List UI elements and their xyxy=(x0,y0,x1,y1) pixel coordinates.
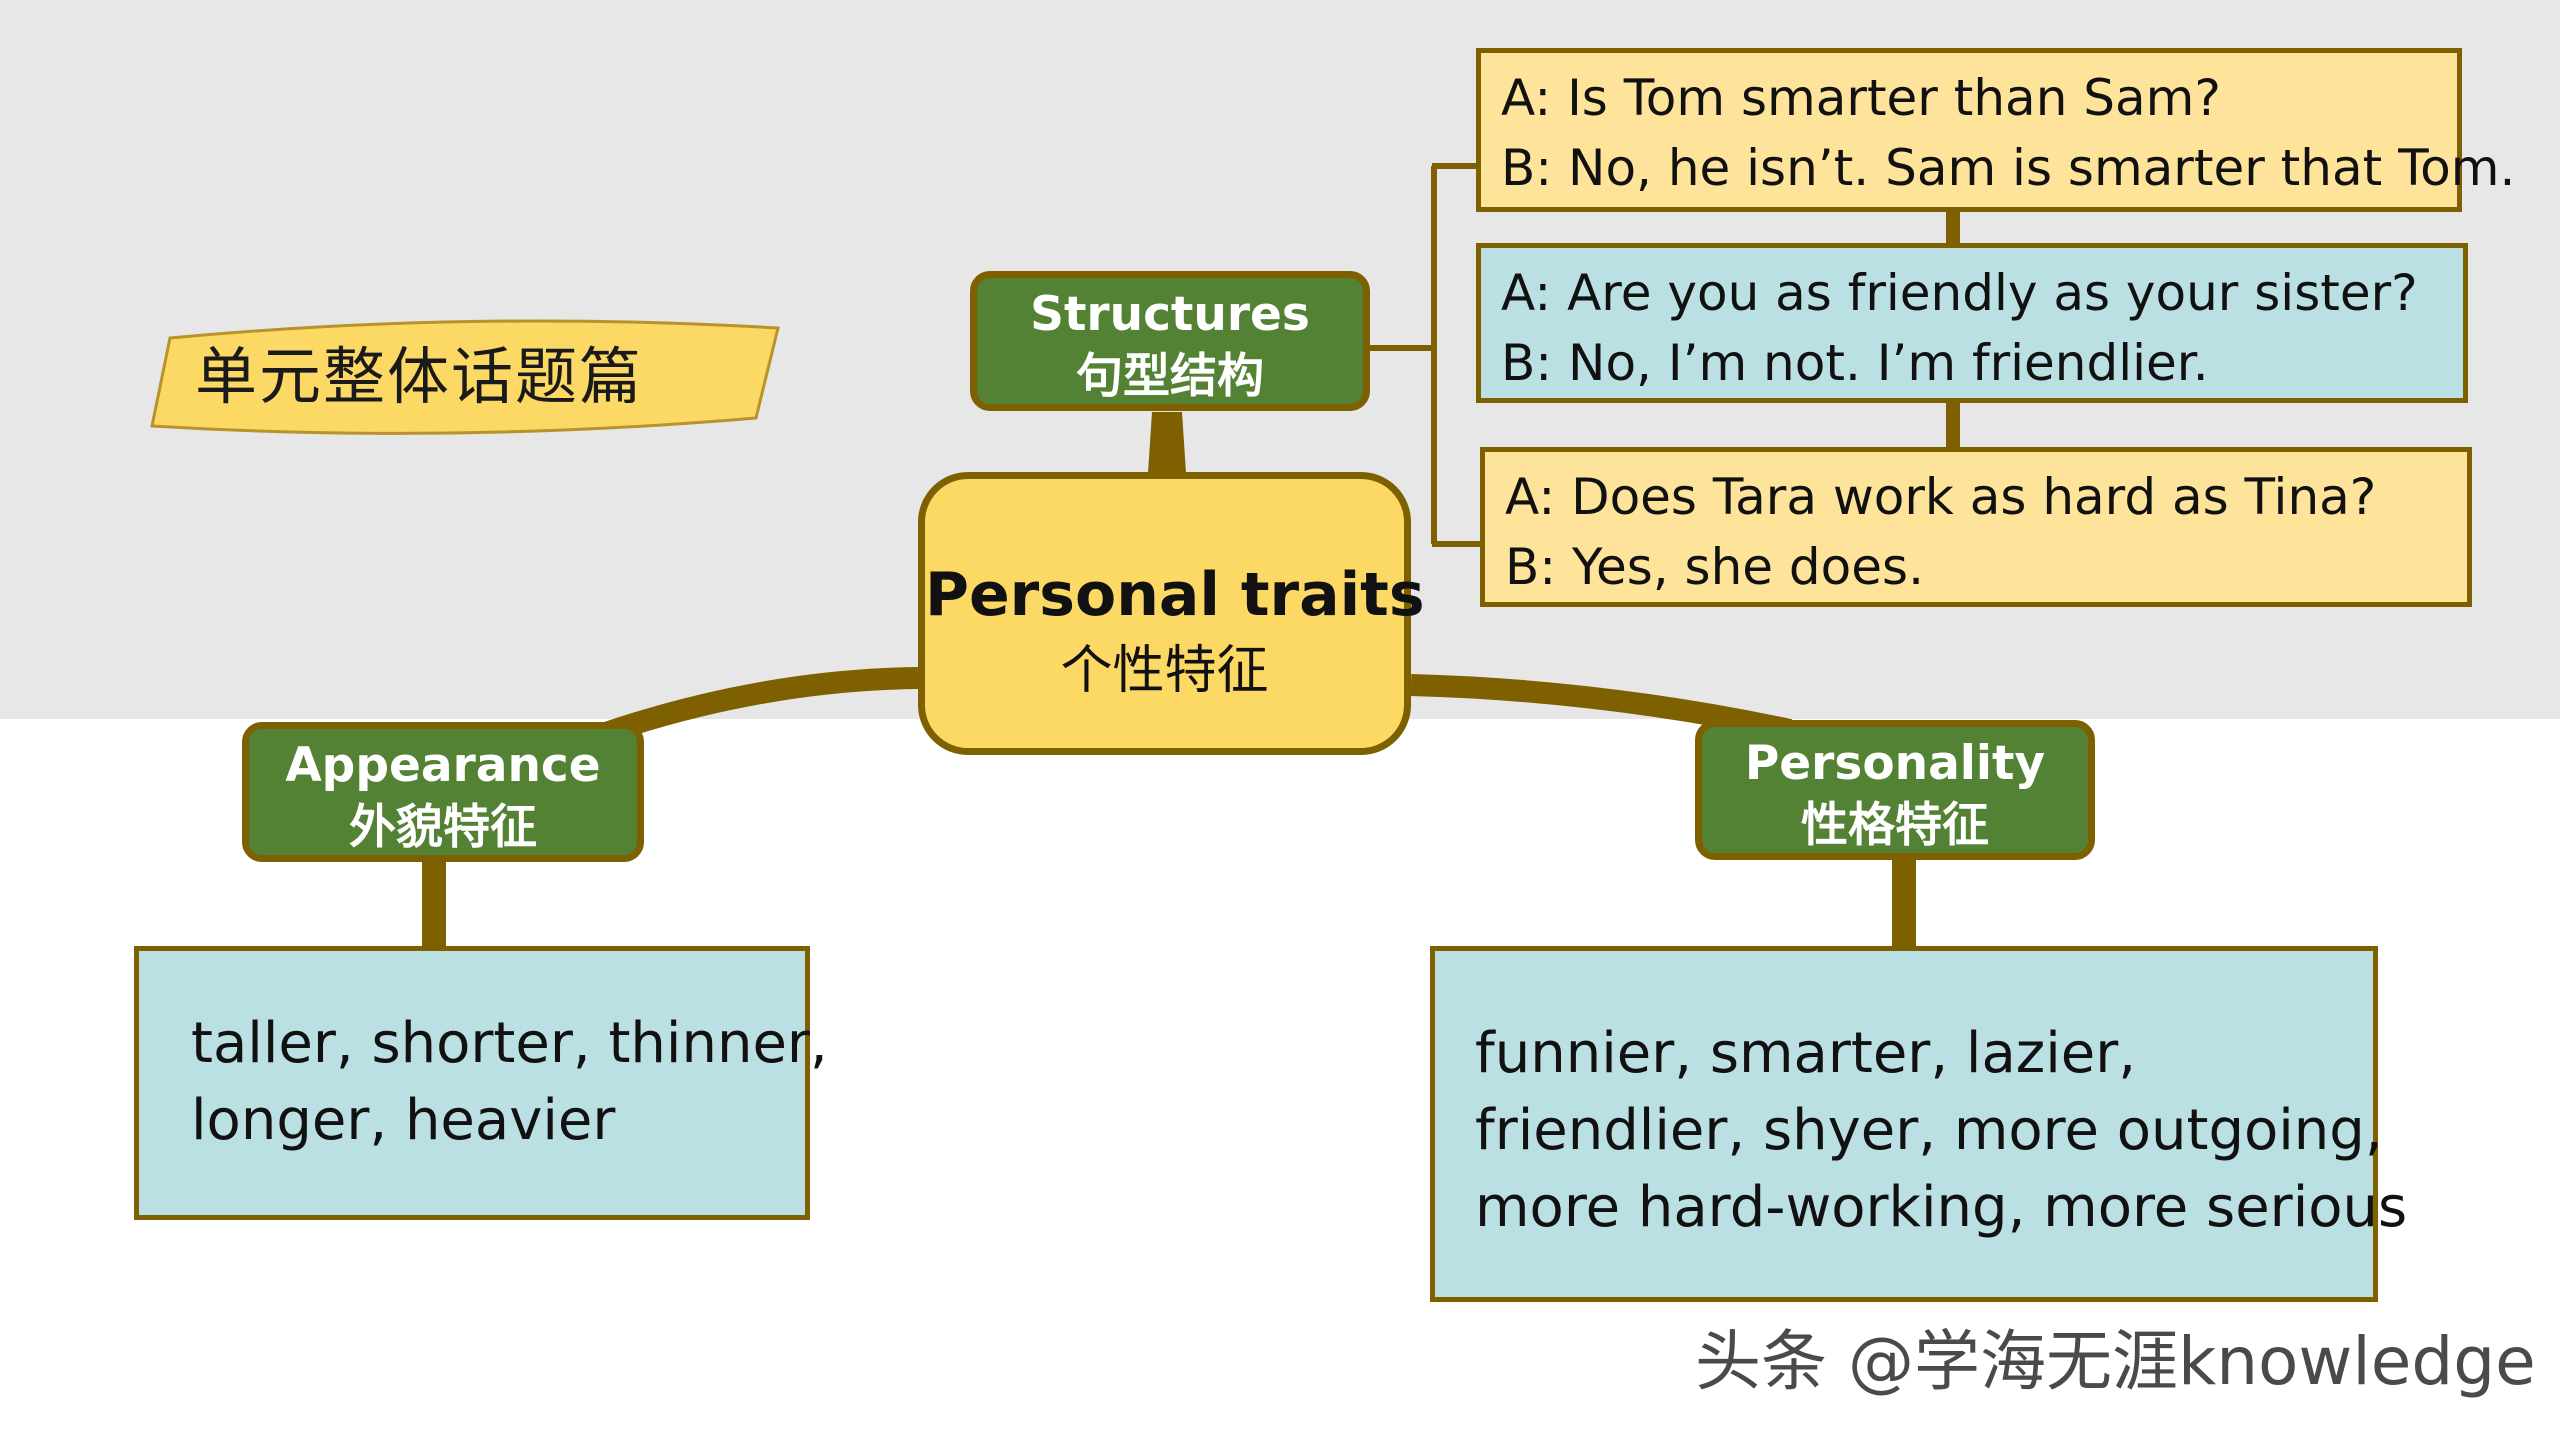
appearance-words-line: longer, heavier xyxy=(191,1088,616,1153)
topic-banner-label: 单元整体话题篇 xyxy=(195,340,644,413)
branch-appearance-en: Appearance xyxy=(285,738,601,793)
branch-personality-zh: 性格特征 xyxy=(1801,798,1989,853)
appearance-words-box: taller, shorter, thinner, longer, heavie… xyxy=(134,946,828,1220)
dialogue-answer: B: Yes, she does. xyxy=(1505,538,1924,596)
branch-personality: Personality 性格特征 xyxy=(1695,720,2095,860)
connector-personality-to-words xyxy=(1892,860,1916,948)
dialogue-question: A: Does Tara work as hard as Tina? xyxy=(1505,468,2377,526)
central-topic-subtitle: 个性特征 xyxy=(1060,641,1269,701)
branch-appearance: Appearance 外貌特征 xyxy=(242,722,644,862)
topic-banner: 单元整体话题篇 xyxy=(150,318,780,436)
connector-structures-to-dialogues xyxy=(1368,163,1481,547)
central-topic-title: Personal traits xyxy=(925,560,1425,630)
connector-dialogue-2-to-3 xyxy=(1946,401,1960,449)
dialogue-box-2: A: Are you as friendly as your sister? B… xyxy=(1476,243,2468,403)
branch-personality-en: Personality xyxy=(1744,736,2046,791)
branch-structures-zh: 句型结构 xyxy=(1076,349,1264,404)
branch-structures: Structures 句型结构 xyxy=(970,271,1370,411)
connector-center-to-appearance xyxy=(596,667,919,746)
banner-ribbon-shape xyxy=(150,319,780,435)
dialogue-answer: B: No, he isn’t. Sam is smarter that Tom… xyxy=(1501,139,2516,197)
connector-dialogue-1-to-2 xyxy=(1946,210,1960,246)
dialogue-box-1: A: Is Tom smarter than Sam? B: No, he is… xyxy=(1476,48,2516,212)
personality-words-line: friendlier, shyer, more outgoing, xyxy=(1475,1098,2383,1163)
personality-words-line: funnier, smarter, lazier, xyxy=(1475,1021,2137,1086)
dialogue-answer: B: No, I’m not. I’m friendlier. xyxy=(1501,334,2209,392)
dialogue-question: A: Is Tom smarter than Sam? xyxy=(1501,69,2221,127)
central-topic-node: Personal traits 个性特征 xyxy=(918,472,1425,755)
personality-words-box: funnier, smarter, lazier, friendlier, sh… xyxy=(1430,946,2408,1302)
connector-center-to-personality xyxy=(1410,674,1793,741)
branch-appearance-zh: 外貌特征 xyxy=(349,800,537,855)
connector-appearance-to-words xyxy=(422,862,446,948)
watermark-text: 头条 @学海无涯knowledge xyxy=(1695,1323,2536,1400)
dialogue-box-3: A: Does Tara work as hard as Tina? B: Ye… xyxy=(1480,447,2472,607)
connector-center-to-structures xyxy=(1148,412,1186,473)
branch-structures-en: Structures xyxy=(1030,287,1310,342)
appearance-words-line: taller, shorter, thinner, xyxy=(191,1011,828,1076)
dialogue-question: A: Are you as friendly as your sister? xyxy=(1501,264,2418,322)
personality-words-line: more hard-working, more serious xyxy=(1475,1175,2408,1240)
